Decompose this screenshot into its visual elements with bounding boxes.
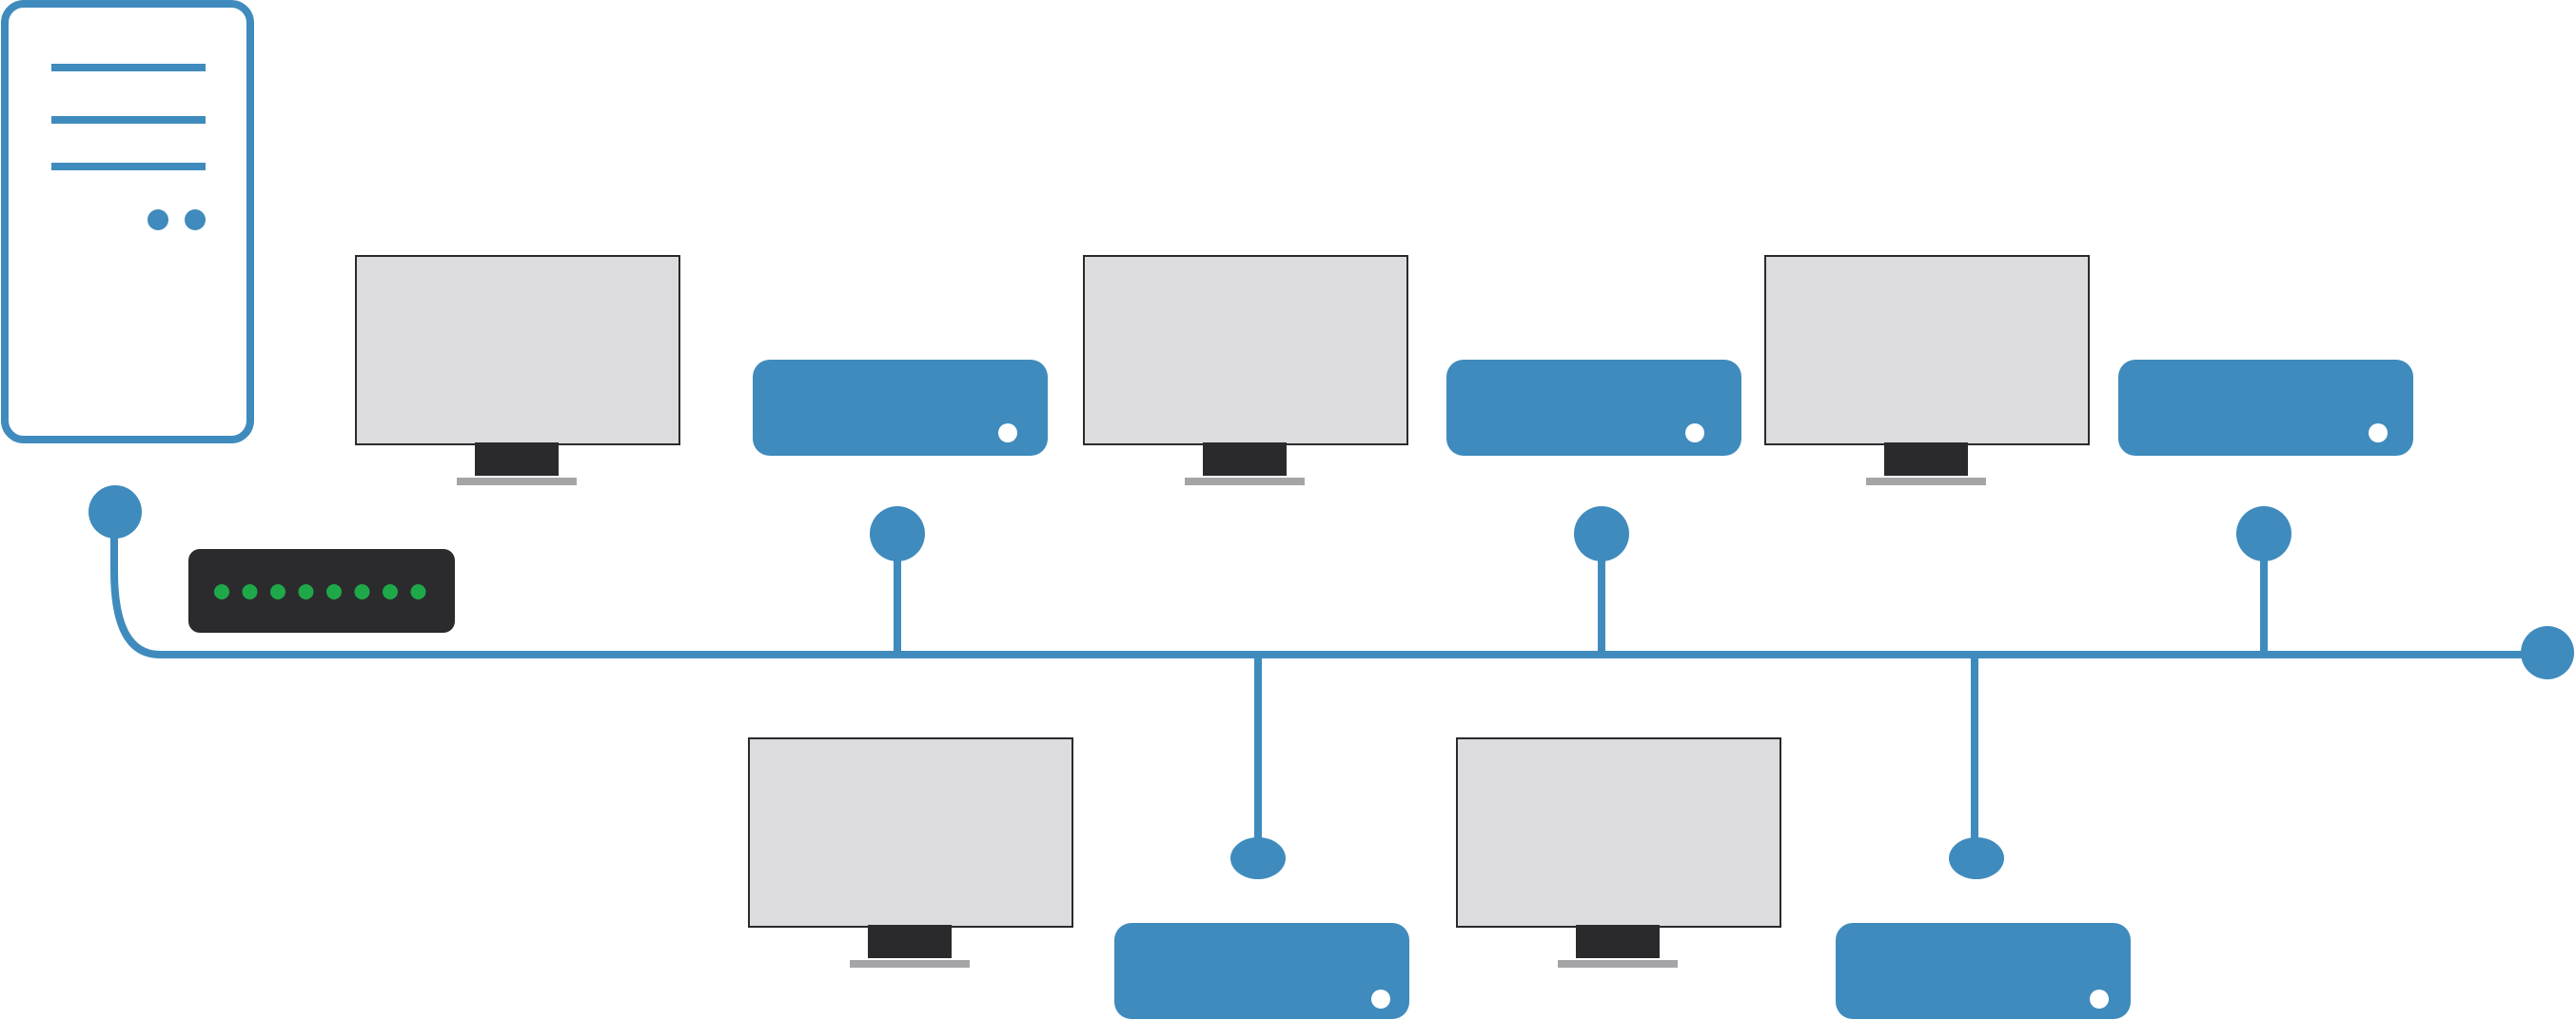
monitor-base bbox=[457, 478, 577, 485]
monitor-base bbox=[1185, 478, 1305, 485]
switch-port-led bbox=[298, 584, 314, 599]
drop-cable bbox=[2260, 533, 2268, 655]
switch-port-led bbox=[410, 584, 426, 599]
switch-port-led bbox=[270, 584, 285, 599]
power-button-icon bbox=[998, 423, 1017, 442]
monitor-base bbox=[850, 960, 970, 968]
monitor-stand bbox=[1576, 925, 1660, 958]
monitor-stand bbox=[868, 925, 952, 958]
switch-port-led bbox=[383, 584, 398, 599]
server-icon bbox=[1, 0, 254, 443]
server-indicator-light bbox=[185, 209, 206, 230]
server-drive-bay-line bbox=[51, 64, 206, 71]
power-button-icon bbox=[1685, 423, 1704, 442]
workstation bbox=[1083, 255, 1741, 655]
power-button-icon bbox=[1371, 990, 1390, 1009]
network-connector bbox=[1574, 506, 1629, 561]
network-switch bbox=[188, 549, 455, 633]
desktop-computer-icon bbox=[1114, 923, 1409, 1019]
monitor-screen bbox=[1083, 255, 1408, 445]
monitor-base bbox=[1558, 960, 1678, 968]
workstation bbox=[355, 255, 1048, 655]
monitor-stand bbox=[1884, 442, 1968, 476]
monitor-screen bbox=[355, 255, 680, 445]
bus-cable bbox=[110, 508, 2535, 658]
desktop-computer-icon bbox=[2118, 360, 2413, 456]
monitor-screen bbox=[1764, 255, 2090, 445]
monitor-stand bbox=[475, 442, 559, 476]
server-tower bbox=[1, 0, 254, 443]
workstation bbox=[748, 655, 1409, 1019]
network-connector bbox=[870, 506, 925, 561]
drop-cable bbox=[1598, 533, 1605, 655]
monitor-screen bbox=[748, 737, 1073, 928]
drop-cable bbox=[1254, 655, 1262, 858]
workstation bbox=[1456, 655, 2131, 1019]
drop-cable bbox=[894, 533, 901, 655]
monitor-base bbox=[1866, 478, 1986, 485]
network-connector bbox=[1949, 837, 2004, 879]
switch-port-led bbox=[354, 584, 370, 599]
network-connector bbox=[2236, 506, 2291, 561]
workstation bbox=[1764, 255, 2413, 655]
server-indicator-light bbox=[147, 209, 168, 230]
switch-port-led bbox=[214, 584, 229, 599]
power-button-icon bbox=[2369, 423, 2388, 442]
switch-icon bbox=[188, 549, 455, 633]
bus-terminator bbox=[2521, 626, 2574, 679]
power-button-icon bbox=[2090, 990, 2109, 1009]
switch-port-led bbox=[326, 584, 342, 599]
switch-port-led bbox=[242, 584, 258, 599]
server-drive-bay-line bbox=[51, 163, 206, 170]
desktop-computer-icon bbox=[753, 360, 1048, 456]
desktop-computer-icon bbox=[1836, 923, 2131, 1019]
monitor-screen bbox=[1456, 737, 1781, 928]
monitor-stand bbox=[1203, 442, 1287, 476]
network-connector bbox=[1230, 837, 1286, 879]
drop-cable bbox=[1971, 655, 1978, 858]
server-drive-bay-line bbox=[51, 116, 206, 124]
server-connector bbox=[88, 485, 142, 539]
desktop-computer-icon bbox=[1446, 360, 1741, 456]
